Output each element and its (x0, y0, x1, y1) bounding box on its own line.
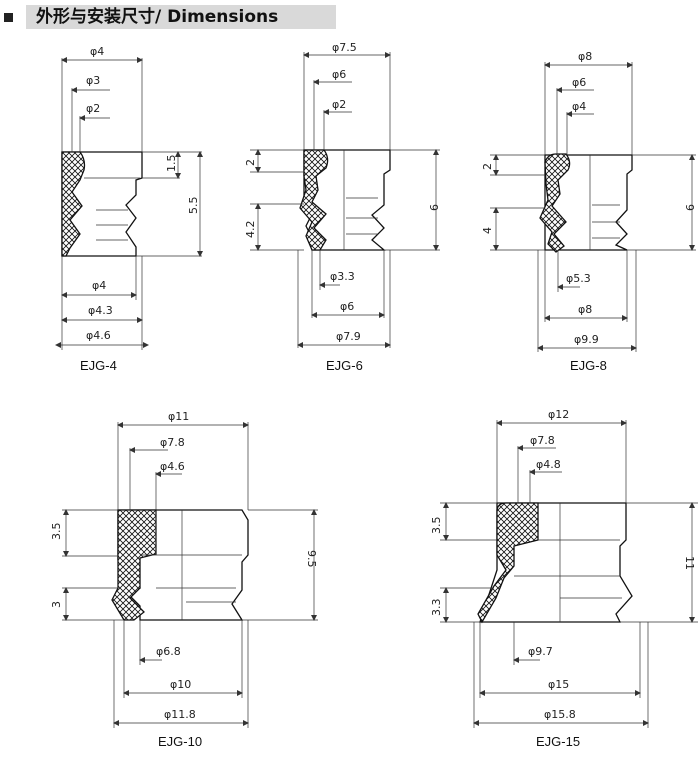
dim-h1: 3.5 (50, 523, 63, 541)
dimension-lines (440, 420, 698, 728)
dim-d5: φ15 (548, 678, 569, 691)
dim-d4: φ6.8 (156, 645, 181, 658)
model-ejg-15: φ12 φ7.8 φ4.8 3.5 3.3 11 φ9.7 φ15 φ15.8 … (430, 408, 698, 749)
model-caption: EJG-6 (326, 358, 363, 373)
dim-h3: 9.5 (305, 550, 318, 568)
dim-h3: 9 (683, 204, 696, 211)
dim-d2: φ3 (86, 74, 100, 87)
dim-d5: φ4.3 (88, 304, 113, 317)
dim-d4: φ3.3 (330, 270, 355, 283)
dim-h2: 5.5 (187, 197, 200, 215)
model-ejg-4: φ4 φ3 φ2 1.5 5.5 φ4 φ4.3 φ4.6 EJG-4 (55, 45, 203, 373)
dim-h2: 4 (481, 227, 494, 234)
dim-d1: φ12 (548, 408, 569, 421)
dim-d3: φ4 (572, 100, 586, 113)
part-drawing (111, 509, 249, 621)
model-caption: EJG-15 (536, 734, 580, 749)
dim-d5: φ8 (578, 303, 592, 316)
dim-d2: φ7.8 (160, 436, 185, 449)
dim-d6: φ11.8 (164, 708, 196, 721)
dim-d1: φ11 (168, 410, 189, 423)
model-caption: EJG-4 (80, 358, 117, 373)
dim-d6: φ15.8 (544, 708, 576, 721)
dim-d1: φ7.5 (332, 41, 357, 54)
dim-d2: φ6 (572, 76, 586, 89)
dim-d2: φ6 (332, 68, 346, 81)
dim-d3: φ4.8 (536, 458, 561, 471)
section-header: 外形与安装尺寸/ Dimensions (0, 0, 338, 34)
dim-h1: 1.5 (165, 155, 178, 173)
dim-h1: 3.5 (430, 517, 443, 535)
dimension-lines (62, 422, 318, 728)
model-caption: EJG-8 (570, 358, 607, 373)
model-ejg-6: φ7.5 φ6 φ2 2 4.2 9 φ3.3 φ6 φ7.9 EJG-6 (244, 41, 440, 373)
dim-h2: 4.2 (244, 221, 257, 239)
dim-d4: φ9.7 (528, 645, 553, 658)
dim-h3: 9 (427, 204, 440, 211)
dim-d2: φ7.8 (530, 434, 555, 447)
model-ejg-10: φ11 φ7.8 φ4.6 3.5 3 9.5 φ6.8 φ10 φ11.8 E… (50, 410, 318, 749)
dim-d3: φ2 (86, 102, 100, 115)
part-drawing (477, 502, 633, 624)
dim-h2: 3.3 (430, 599, 443, 617)
dimension-lines (250, 52, 440, 348)
model-ejg-8: φ8 φ6 φ4 2 4 9 φ5.3 φ8 φ9.9 EJG-8 (481, 50, 696, 373)
dim-d5: φ10 (170, 678, 191, 691)
part-drawing (61, 151, 143, 257)
part-drawing (299, 149, 391, 251)
dimension-lines (55, 57, 203, 350)
dim-h3: 11 (683, 556, 696, 570)
part-drawing (539, 153, 633, 253)
dim-d3: φ4.6 (160, 460, 185, 473)
dim-d4: φ4 (92, 279, 106, 292)
dim-d6: φ7.9 (336, 330, 361, 343)
dim-d5: φ6 (340, 300, 354, 313)
dim-h1: 2 (481, 163, 494, 170)
section-title: 外形与安装尺寸/ Dimensions (36, 7, 279, 27)
dim-d1: φ4 (90, 45, 104, 58)
dim-d4: φ5.3 (566, 272, 591, 285)
model-caption: EJG-10 (158, 734, 202, 749)
dim-h1: 2 (244, 159, 257, 166)
dim-d6: φ4.6 (86, 329, 111, 342)
bullet-square-icon (4, 13, 13, 22)
dim-h2: 3 (50, 601, 63, 608)
header-bar (26, 5, 336, 29)
dim-d6: φ9.9 (574, 333, 599, 346)
dimension-lines (490, 62, 696, 352)
dim-d1: φ8 (578, 50, 592, 63)
dim-d3: φ2 (332, 98, 346, 111)
